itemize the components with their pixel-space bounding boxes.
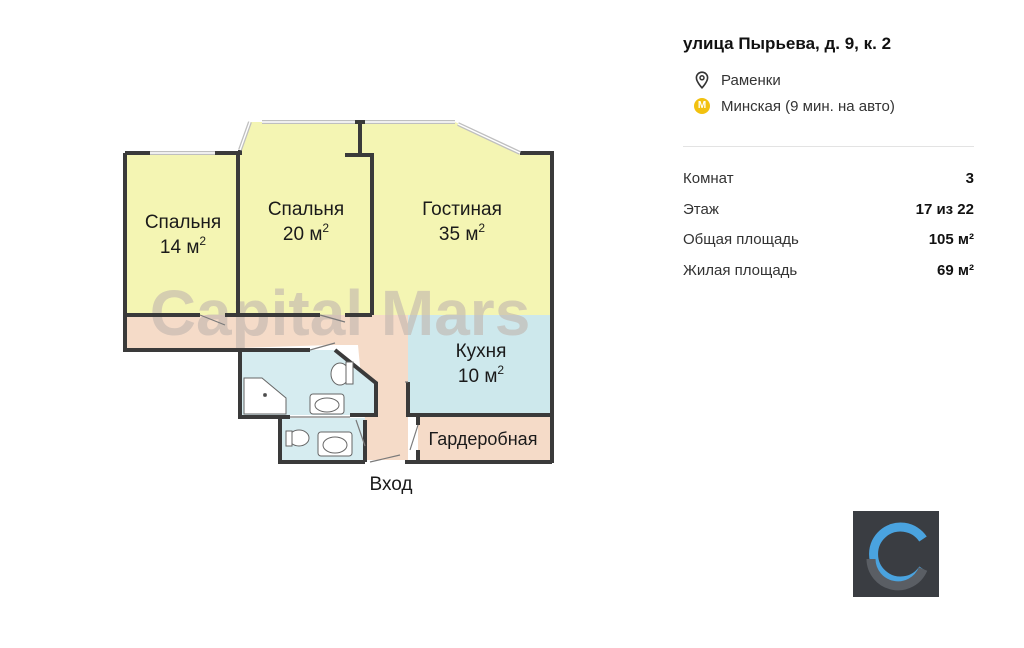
listing-info: улица Пырьева, д. 9, к. 2 Раменки М Минс… [683, 32, 974, 292]
metro-station: Минская (9 мин. на авто) [721, 97, 895, 115]
district-name: Раменки [721, 71, 781, 89]
room-living-name: Гостиная [422, 199, 502, 220]
metro-row: М Минская (9 мин. на авто) [683, 96, 974, 116]
capital-logo-icon [853, 511, 939, 597]
stat-label: Этаж [683, 200, 719, 218]
entrance-label: Вход [370, 474, 413, 495]
room-bedroom-1-fill [127, 155, 238, 315]
stat-living-area: Жилая площадь 69 м² [683, 262, 974, 282]
room-kitchen-name: Кухня [456, 341, 507, 362]
room-kitchen-area: 10 м2 [458, 363, 504, 387]
room-wardrobe-fill [418, 415, 550, 462]
district-row: Раменки [683, 70, 974, 90]
room-bedroom-1-area: 14 м2 [160, 234, 206, 258]
floor-plan: Capital Mars [123, 120, 554, 495]
room-wardrobe-name: Гардеробная [429, 429, 538, 449]
fixtures [243, 361, 354, 457]
stat-label: Общая площадь [683, 231, 799, 248]
stat-label: Комнат [683, 170, 734, 187]
watermark: Capital Mars [150, 277, 531, 349]
address-title: улица Пырьева, д. 9, к. 2 [683, 34, 892, 53]
room-bedroom-1-name: Спальня [145, 212, 221, 233]
room-bedroom-2-fill [240, 122, 372, 315]
stat-rooms: Комнат 3 [683, 170, 974, 190]
stat-value: 69 м² [937, 261, 974, 279]
location-pin-icon [693, 71, 711, 89]
stat-total-area: Общая площадь 105 м² [683, 231, 974, 251]
walls [123, 120, 554, 464]
room-kitchen-fill [408, 315, 550, 415]
room-living-area: 35 м2 [439, 221, 485, 245]
doors [199, 314, 419, 463]
metro-icon: М [693, 97, 711, 115]
room-bedroom-2-area: 20 м2 [283, 221, 329, 245]
stat-label: Жилая площадь [683, 261, 798, 279]
stat-floor: Этаж 17 из 22 [683, 201, 974, 221]
stat-value: 3 [965, 170, 974, 187]
stat-value: 105 м² [928, 231, 974, 248]
room-bedroom-2-name: Спальня [268, 199, 344, 220]
divider [683, 146, 974, 147]
room-living-fill [360, 122, 550, 315]
stat-value: 17 из 22 [915, 200, 974, 218]
